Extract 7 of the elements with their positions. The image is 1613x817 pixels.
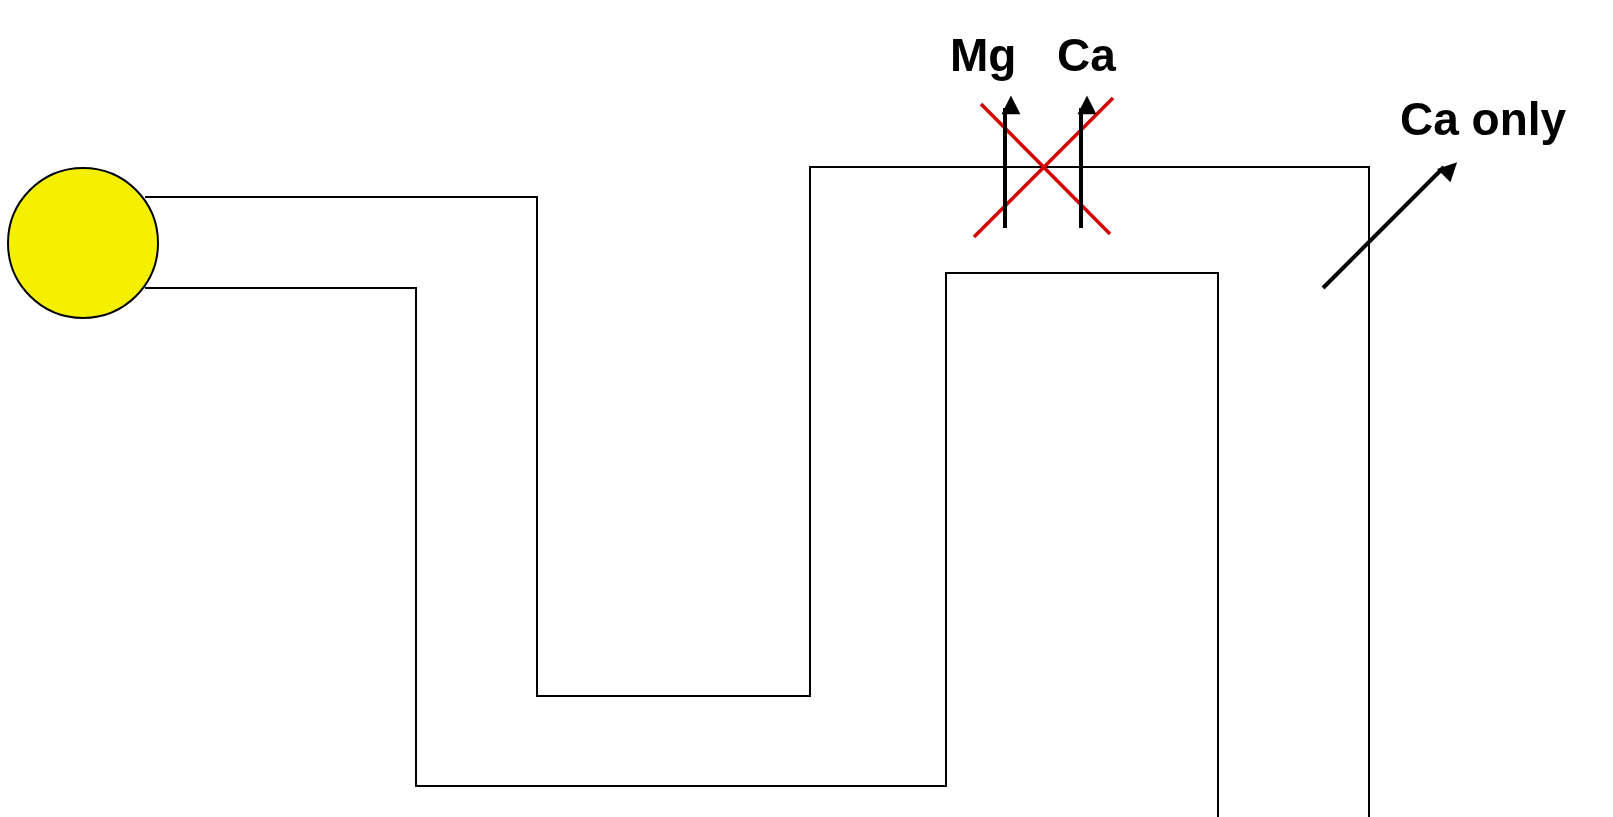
arrow bbox=[1077, 95, 1097, 228]
arrow bbox=[1321, 162, 1458, 290]
arrow bbox=[1001, 95, 1021, 228]
element-label: Ca bbox=[1057, 30, 1116, 80]
circle bbox=[7, 167, 159, 319]
element-label: Ca only bbox=[1400, 94, 1567, 144]
element-label: Mg bbox=[950, 30, 1017, 80]
